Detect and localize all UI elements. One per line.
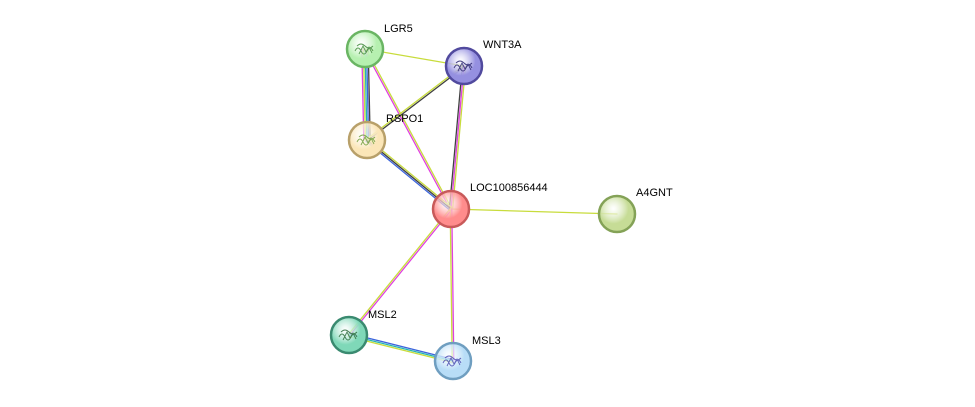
node-circle[interactable]: [597, 194, 637, 234]
protein-structure-icon: [356, 134, 376, 146]
edge-loc100856444-a4gnt[interactable]: [450, 208, 618, 215]
protein-structure-icon: [338, 329, 358, 341]
edge-evidence-line: [363, 48, 451, 211]
protein-structure-icon: [442, 355, 462, 367]
node-label-loc100856444: LOC100856444: [470, 182, 548, 194]
node-circle[interactable]: [431, 189, 471, 229]
edge-evidence-line: [449, 208, 453, 362]
node-loc100856444[interactable]: [431, 189, 471, 229]
edge-evidence-line: [365, 47, 453, 210]
node-a4gnt[interactable]: [597, 194, 637, 234]
node-wnt3a[interactable]: [444, 46, 484, 86]
edge-evidence-line: [451, 65, 467, 210]
protein-structure-icon: [354, 43, 374, 55]
node-rspo1[interactable]: [347, 120, 387, 160]
edge-evidence-line: [366, 65, 466, 142]
edge-wnt3a-loc100856444[interactable]: [448, 65, 467, 210]
node-label-a4gnt: A4GNT: [636, 187, 673, 199]
edge-loc100856444-msl2[interactable]: [347, 207, 453, 337]
node-label-wnt3a: WNT3A: [483, 39, 522, 51]
edge-evidence-line: [448, 65, 464, 210]
edge-evidence-line: [365, 64, 465, 141]
node-label-lgr5: LGR5: [384, 23, 413, 35]
edge-evidence-line: [450, 65, 465, 210]
node-label-msl3: MSL3: [472, 335, 501, 347]
node-lgr5[interactable]: [345, 29, 385, 69]
node-msl3[interactable]: [433, 341, 473, 381]
edge-evidence-line: [450, 208, 618, 215]
edge-evidence-line: [348, 208, 453, 337]
edge-evidence-line: [451, 208, 455, 362]
node-label-msl2: MSL2: [368, 309, 397, 321]
edge-lgr5-loc100856444[interactable]: [363, 47, 453, 211]
edge-wnt3a-rspo1[interactable]: [365, 64, 466, 142]
node-layer: [329, 29, 637, 381]
edge-evidence-line: [347, 207, 452, 336]
protein-structure-icon: [453, 60, 473, 72]
node-msl2[interactable]: [329, 315, 369, 355]
node-label-rspo1: RSPO1: [386, 113, 423, 125]
edge-loc100856444-msl3[interactable]: [449, 208, 455, 362]
